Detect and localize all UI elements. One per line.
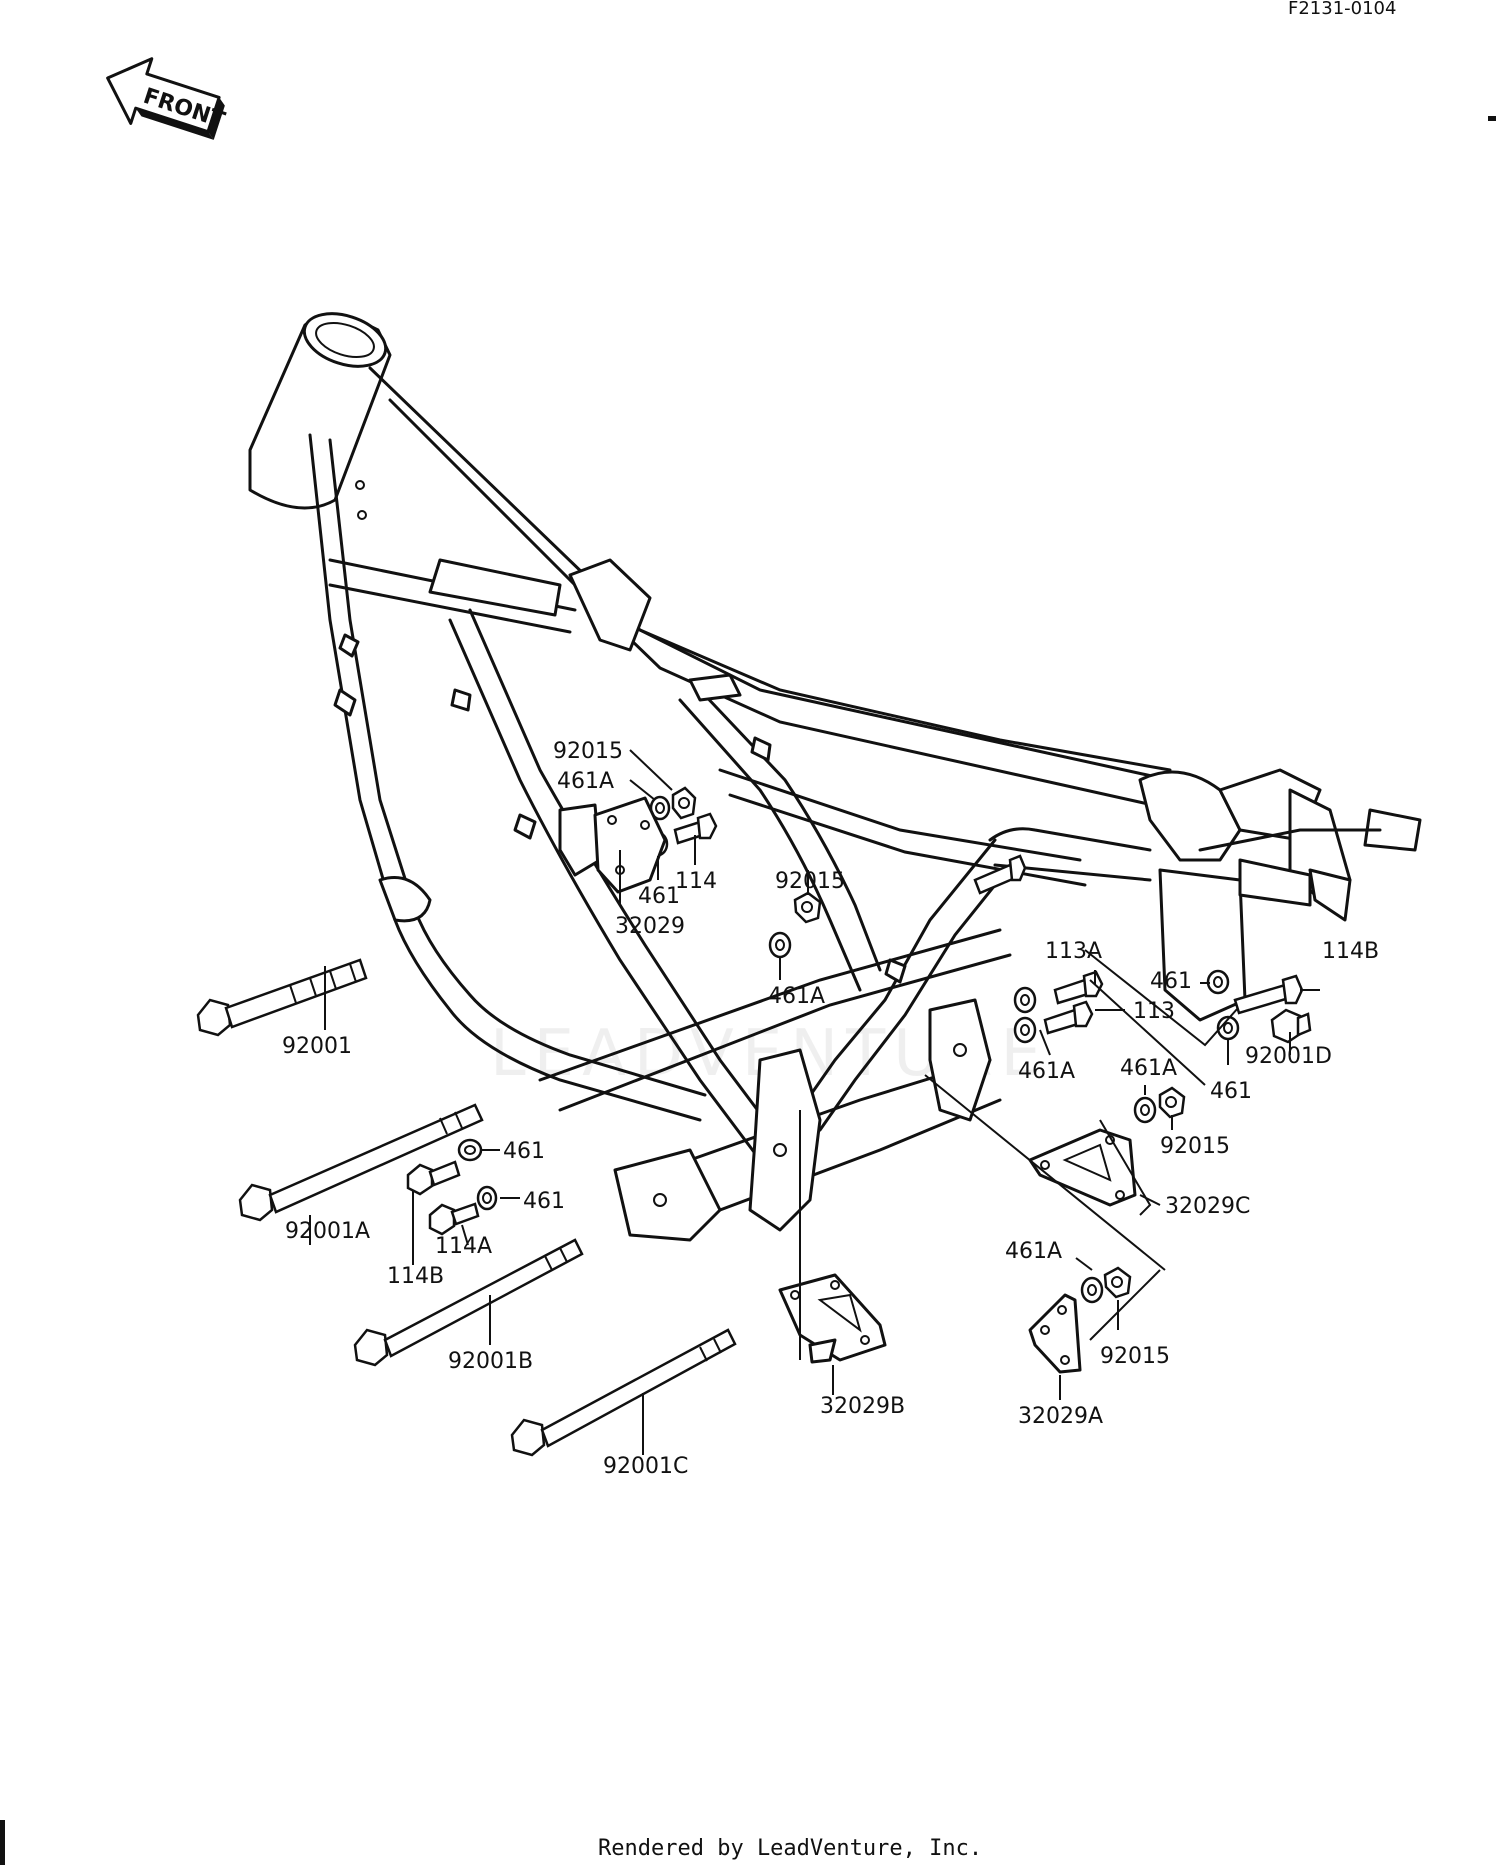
washer-461A-a xyxy=(649,795,671,821)
bolt-114 xyxy=(673,812,718,845)
label-92001A: 92001A xyxy=(285,1219,370,1244)
bolt-92001B xyxy=(353,1238,584,1367)
label-113: 113 xyxy=(1133,999,1175,1024)
nut-92015-a xyxy=(671,786,697,820)
bolt-92001D xyxy=(1270,1008,1312,1044)
label-461A: 461A xyxy=(1005,1239,1062,1264)
bolt-113 xyxy=(1043,1000,1094,1035)
label-92001D: 92001D xyxy=(1245,1044,1332,1069)
label-92015: 92015 xyxy=(1160,1134,1230,1159)
bolt-92001A xyxy=(238,1103,484,1222)
reference-code: F2131-0104 xyxy=(1288,0,1396,19)
label-32029A: 32029A xyxy=(1018,1404,1103,1429)
washer-461A-d xyxy=(1013,1016,1037,1044)
bolt-92001C xyxy=(510,1328,737,1457)
label-32029B: 32029B xyxy=(820,1394,905,1419)
front-arrow-icon: FRONT xyxy=(106,57,228,140)
bracket-32029A xyxy=(1028,1293,1082,1374)
bracket-32029B xyxy=(778,1273,887,1364)
label-92001B: 92001B xyxy=(448,1349,533,1374)
label-92015: 92015 xyxy=(553,739,623,764)
label-461A: 461A xyxy=(1120,1056,1177,1081)
label-461: 461 xyxy=(503,1139,545,1164)
bolt-engine-mount xyxy=(973,854,1027,895)
label-461A: 461A xyxy=(557,769,614,794)
washer-461A-f xyxy=(1080,1276,1104,1304)
bolt-114A xyxy=(428,1202,480,1236)
part-labels: 92015 461A 114 461 32029 92015 461A 9200… xyxy=(282,739,1379,1479)
label-113A: 113A xyxy=(1045,939,1102,964)
nut-92015-c xyxy=(1158,1086,1186,1119)
bracket-32029C xyxy=(1028,1128,1137,1207)
label-461A: 461A xyxy=(768,984,825,1009)
washer-461A-c xyxy=(1013,986,1037,1014)
nut-92015-b xyxy=(793,891,822,924)
label-114: 114 xyxy=(675,869,717,894)
label-92001C: 92001C xyxy=(603,1454,688,1479)
label-92015: 92015 xyxy=(775,869,845,894)
nut-92015-d xyxy=(1103,1266,1132,1299)
washer-461-c xyxy=(1216,1015,1240,1041)
edge-mark xyxy=(0,1820,5,1865)
margin-mark xyxy=(1488,116,1496,121)
leader-lines xyxy=(309,749,1320,1455)
washer-461A-b xyxy=(768,931,792,959)
label-92001: 92001 xyxy=(282,1034,352,1059)
label-461: 461 xyxy=(523,1189,565,1214)
washer-461-e xyxy=(476,1185,498,1211)
label-114A: 114A xyxy=(435,1234,492,1259)
label-461: 461 xyxy=(1150,969,1192,994)
washer-461-b xyxy=(1206,969,1230,995)
bolt-92001 xyxy=(196,958,368,1037)
label-114B: 114B xyxy=(387,1264,444,1289)
label-461: 461 xyxy=(638,884,680,909)
washer-461A-e xyxy=(1133,1096,1157,1124)
bolt-114B-left xyxy=(406,1160,461,1196)
footer-credit: Rendered by LeadVenture, Inc. xyxy=(598,1836,982,1861)
label-461A: 461A xyxy=(1018,1059,1075,1084)
label-32029C: 32029C xyxy=(1165,1194,1250,1219)
label-92015: 92015 xyxy=(1100,1344,1170,1369)
washer-461-d xyxy=(457,1138,483,1162)
label-114B: 114B xyxy=(1322,939,1379,964)
label-32029: 32029 xyxy=(615,914,685,939)
label-461: 461 xyxy=(1210,1079,1252,1104)
